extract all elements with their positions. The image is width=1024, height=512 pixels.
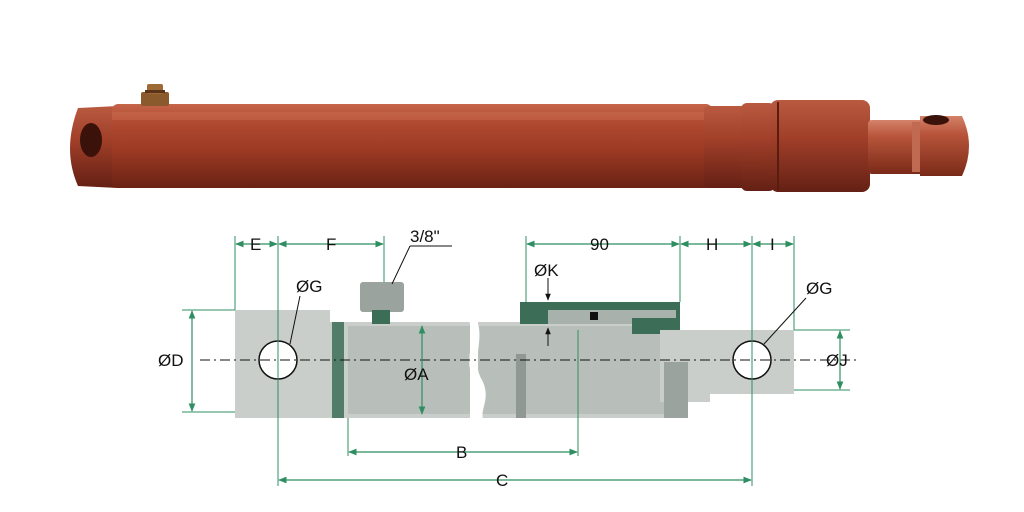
label-J: ØJ (826, 351, 848, 370)
label-D: ØD (158, 351, 184, 370)
label-E: E (250, 235, 261, 254)
break-gap (468, 318, 486, 422)
head-cap (770, 100, 870, 192)
label-G-left: ØG (296, 277, 322, 296)
label-F: F (326, 235, 336, 254)
rod-eye (920, 116, 969, 176)
label-K: ØK (534, 261, 559, 280)
label-G-right: ØG (806, 279, 832, 298)
label-stroke: 90 (590, 235, 609, 254)
label-C: C (496, 471, 508, 490)
cylinder-photo (70, 84, 969, 192)
base-eye-hole (80, 123, 102, 157)
port-block (360, 282, 404, 312)
leader-port (391, 245, 411, 285)
port-fitting (141, 84, 169, 106)
cylinder-drawing: E F 3/8" 90 H I ØK ØG ØG ØD ØA ØJ B C (158, 227, 860, 490)
label-A: ØA (404, 365, 429, 384)
piston-rod (868, 120, 924, 174)
label-B: B (456, 443, 467, 462)
cylinder-tube (112, 104, 712, 188)
leader-G-left (289, 295, 301, 345)
label-port: 3/8" (410, 227, 440, 246)
label-H: H (706, 235, 718, 254)
label-I: I (770, 235, 775, 254)
piston (516, 354, 526, 418)
leader-G-right (763, 297, 807, 345)
